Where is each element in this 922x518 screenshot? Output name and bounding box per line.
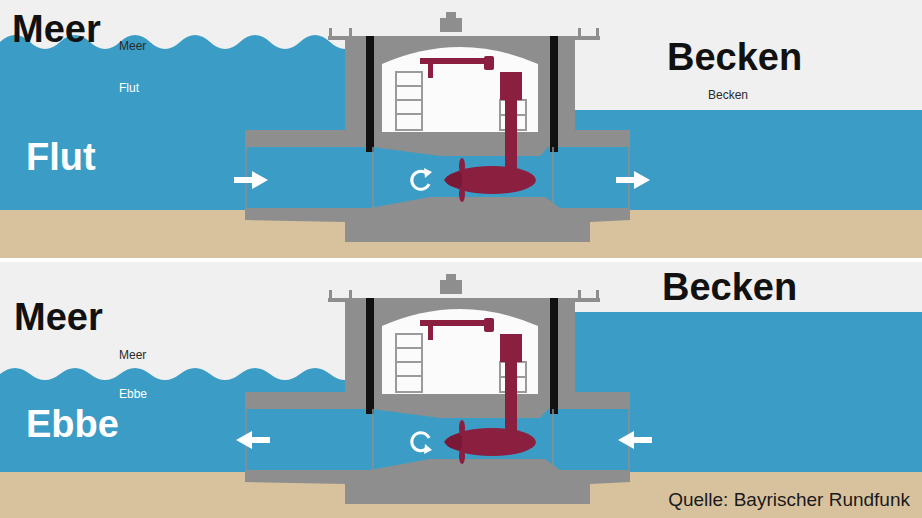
rotation-arrowhead (424, 168, 432, 178)
tide-heading: Flut (26, 138, 96, 176)
tide-heading: Ebbe (26, 405, 119, 443)
panel-ground (0, 262, 922, 518)
flood-panel (0, 0, 922, 258)
sea-heading: Meer (12, 10, 101, 48)
basin-heading: Becken (662, 268, 797, 306)
tide-tag: Flut (119, 82, 139, 94)
flow-arrow (234, 171, 650, 189)
power-plant (245, 12, 630, 242)
ebb-panel (0, 262, 922, 518)
source-caption: Quelle: Bayrischer Rundfunk (668, 490, 910, 509)
panel-ground (0, 0, 922, 258)
basin-heading: Becken (667, 38, 802, 76)
sea-heading: Meer (14, 298, 103, 336)
basin-tag: Becken (708, 89, 748, 101)
sea-tag: Meer (119, 40, 146, 52)
rotation-arrowhead (424, 444, 432, 454)
power-plant (245, 274, 630, 504)
flow-arrow (236, 431, 652, 449)
sea-tag: Meer (119, 349, 146, 361)
tide-tag: Ebbe (119, 388, 147, 400)
